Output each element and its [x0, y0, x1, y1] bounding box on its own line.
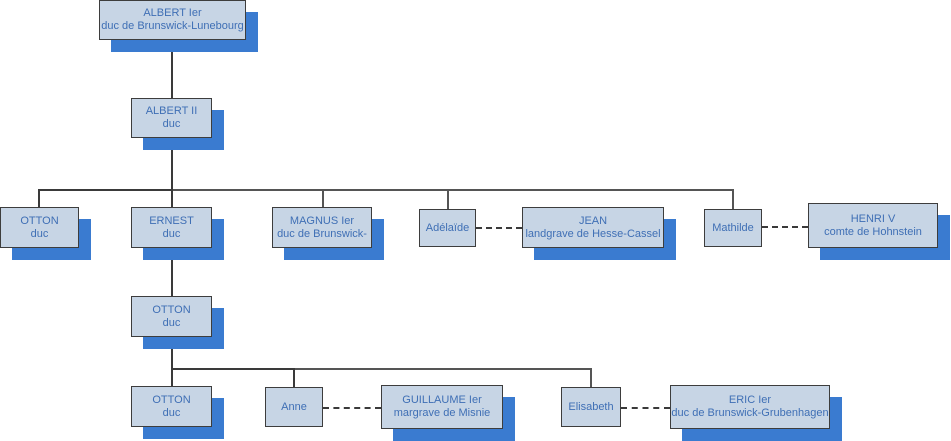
- connector-drop-otton-a: [38, 189, 40, 207]
- connector-drop-otton-c: [171, 368, 173, 386]
- connector-generation2-bus-right: [171, 189, 733, 191]
- node-jean[interactable]: JEAN landgrave de Hesse-Cassel: [522, 207, 664, 248]
- node-otton-c[interactable]: OTTON duc: [131, 386, 212, 427]
- connector-drop-adelaide: [447, 189, 449, 209]
- node-title: ALBERT Ier: [143, 7, 202, 19]
- node-subtitle: margrave de Misnie: [393, 407, 491, 419]
- marriage-link-elisabeth-eric1: [621, 407, 670, 409]
- connector-albert2-down: [171, 138, 173, 189]
- node-title: OTTON: [152, 303, 191, 316]
- marriage-link-anne-guillaume: [323, 407, 381, 409]
- node-title: OTTON: [20, 214, 59, 227]
- node-title: HENRI V: [850, 212, 896, 225]
- node-otton-a[interactable]: OTTON duc: [0, 207, 79, 248]
- node-title: GUILLAUME Ier: [402, 394, 482, 406]
- connector-otton-b-down: [171, 337, 173, 368]
- node-subtitle: duc: [162, 118, 181, 130]
- node-title: OTTON: [152, 393, 191, 406]
- node-subtitle: duc: [30, 227, 49, 240]
- node-otton-b[interactable]: OTTON duc: [131, 296, 212, 337]
- node-elisabeth[interactable]: Elisabeth: [561, 387, 621, 427]
- node-title: Adélaïde: [425, 221, 470, 234]
- connector-drop-anne: [293, 368, 295, 387]
- connector-generation4-bus-left: [171, 368, 294, 370]
- connector-albert1-down: [171, 40, 173, 98]
- connector-drop-ernest: [171, 189, 173, 207]
- node-ernest[interactable]: ERNEST duc: [131, 207, 212, 248]
- node-title: Mathilde: [712, 221, 754, 234]
- connector-ernest-down: [171, 248, 173, 296]
- connector-generation2-bus-left: [38, 189, 171, 191]
- connector-generation4-bus-right: [293, 368, 592, 370]
- connector-drop-magnus: [322, 189, 324, 207]
- node-adelaide[interactable]: Adélaïde: [419, 209, 476, 247]
- node-albert2[interactable]: ALBERT II duc: [131, 98, 212, 138]
- node-title: ALBERT II: [145, 105, 198, 117]
- node-title: MAGNUS Ier: [289, 214, 355, 227]
- connector-drop-elisabeth: [590, 368, 592, 387]
- node-mathilde[interactable]: Mathilde: [704, 209, 762, 247]
- node-title: ERIC Ier: [728, 394, 772, 406]
- connector-drop-mathilde: [732, 189, 734, 209]
- node-guillaume[interactable]: GUILLAUME Ier margrave de Misnie: [381, 385, 503, 429]
- node-subtitle: duc de Brunswick-Lunebourg: [101, 20, 244, 32]
- node-albert1[interactable]: ALBERT Ier duc de Brunswick-Lunebourg: [99, 0, 246, 40]
- node-title: Elisabeth: [568, 400, 614, 413]
- node-magnus1[interactable]: MAGNUS Ier duc de Brunswick-: [272, 207, 372, 248]
- marriage-link-mathilde-henri5: [762, 226, 808, 228]
- node-henri5[interactable]: HENRI V comte de Hohnstein: [808, 203, 938, 248]
- node-anne[interactable]: Anne: [265, 387, 323, 427]
- node-subtitle: duc de Brunswick-Grubenhagen: [671, 407, 829, 419]
- node-eric1[interactable]: ERIC Ier duc de Brunswick-Grubenhagen: [670, 385, 830, 429]
- node-subtitle: duc: [162, 406, 181, 419]
- node-title: ERNEST: [149, 214, 194, 227]
- node-subtitle: duc de Brunswick-: [277, 227, 367, 240]
- node-subtitle: comte de Hohnstein: [824, 225, 922, 238]
- node-subtitle: duc: [162, 227, 181, 240]
- node-title: JEAN: [578, 214, 608, 227]
- marriage-link-adelaide-jean: [476, 227, 522, 229]
- node-subtitle: landgrave de Hesse-Cassel: [525, 227, 661, 240]
- node-title: Anne: [281, 400, 307, 413]
- node-subtitle: duc: [162, 316, 181, 329]
